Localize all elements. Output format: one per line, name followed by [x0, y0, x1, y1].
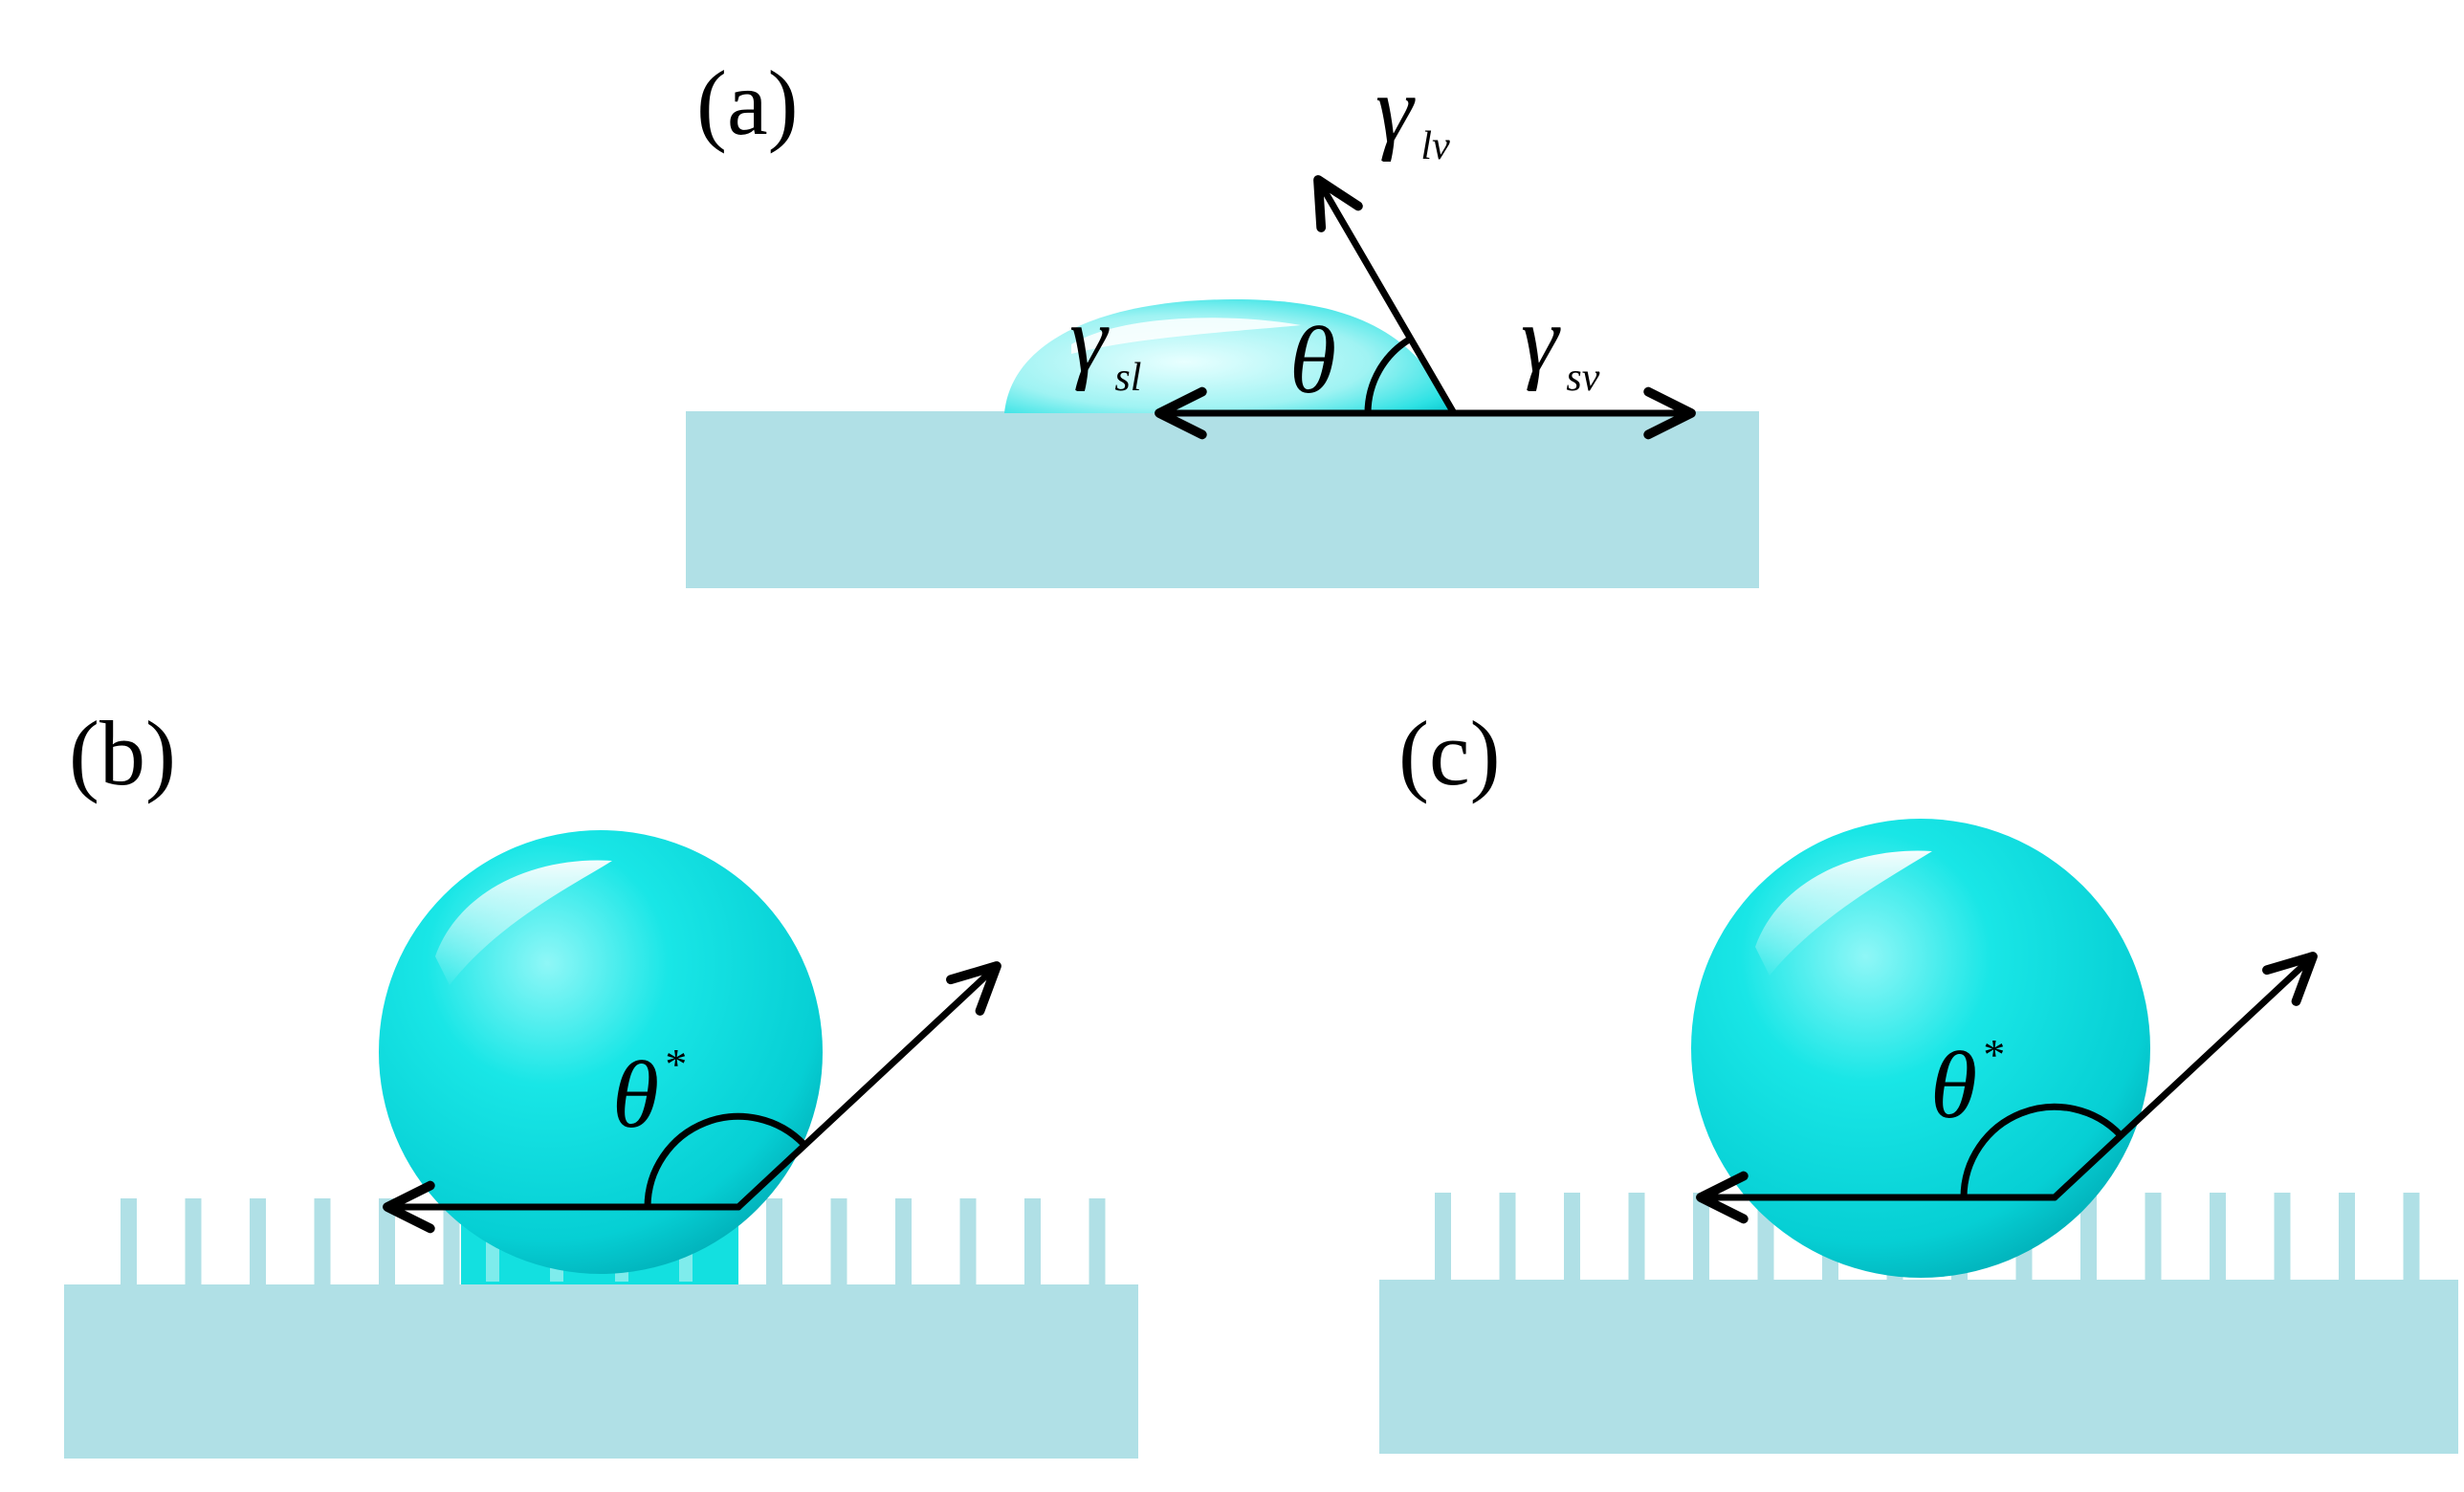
panel-c-pillar	[2274, 1193, 2291, 1282]
panel-b-pillar	[1089, 1198, 1106, 1286]
panel-b-label: (b)	[69, 702, 176, 804]
panel-c-theta-star: θ*	[1930, 1030, 2003, 1138]
panel-c-pillar	[1435, 1193, 1451, 1282]
panel-b-pillar	[121, 1198, 137, 1286]
panel-c-substrate	[1379, 1280, 2458, 1454]
panel-b-pillar	[250, 1198, 266, 1286]
panel-c-droplet	[1691, 819, 2150, 1278]
panel-b-pillar	[895, 1198, 912, 1286]
panel-c-pillar	[2080, 1193, 2097, 1282]
panel-c-label: (c)	[1398, 702, 1501, 804]
panel-c-pillar	[1499, 1193, 1516, 1282]
panel-c-pillar	[2339, 1193, 2355, 1282]
panel-c: (c) θ*	[1379, 702, 2458, 1454]
panel-b-pillar	[314, 1198, 331, 1286]
panel-c-pillar	[1564, 1193, 1580, 1282]
panel-a-label: (a)	[696, 52, 799, 154]
panel-a-contact-angle-arc	[1364, 335, 1413, 414]
panel-b-pillar	[959, 1198, 977, 1286]
panel-b-contact-angle-arc	[644, 1112, 807, 1208]
panel-b-pillar	[766, 1198, 782, 1286]
panel-b: (b) θ*	[64, 702, 1138, 1459]
panel-b-droplet	[379, 830, 823, 1284]
panel-a-theta: θ	[1289, 307, 1336, 413]
panel-c-pillar	[1628, 1193, 1645, 1282]
panel-c-pillar	[2210, 1193, 2226, 1282]
panel-b-theta-star: θ*	[612, 1040, 685, 1148]
panel-b-substrate	[64, 1284, 1138, 1459]
panel-b-pillar	[443, 1198, 460, 1286]
panel-b-pillar	[830, 1198, 847, 1286]
panel-c-contact-angle-arc	[1960, 1103, 2123, 1198]
panel-a-substrate	[686, 411, 1759, 588]
panel-b-pillar	[1024, 1198, 1041, 1286]
panel-c-pillar	[1693, 1193, 1709, 1282]
panel-c-pillar	[2403, 1193, 2420, 1282]
panel-a-droplet	[1004, 299, 1454, 413]
panel-a-vector-lv	[1313, 175, 1458, 417]
panel-b-tangent-vector	[735, 961, 1001, 1211]
panel-c-tangent-vector	[2051, 952, 2318, 1201]
panel-c-pillar	[2145, 1193, 2162, 1282]
panel-b-pillar	[185, 1198, 202, 1286]
panel-b-pillar	[379, 1198, 395, 1286]
